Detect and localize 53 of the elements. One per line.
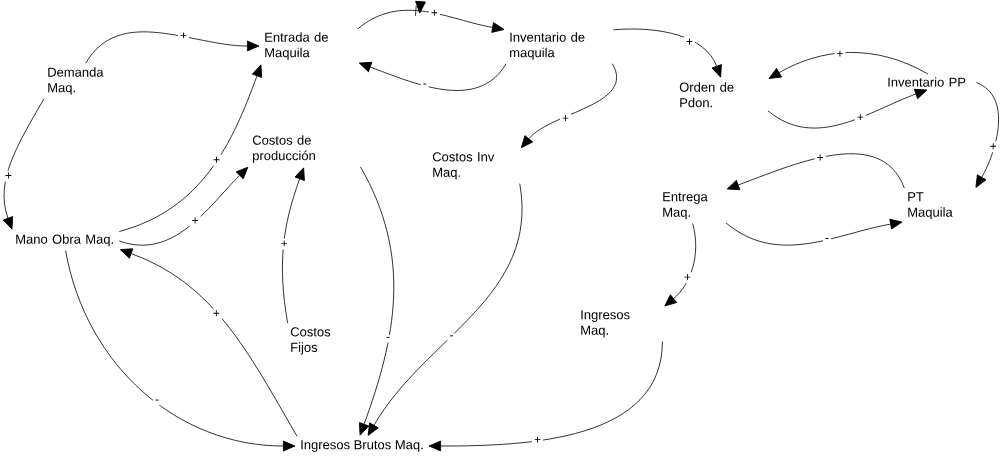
- arrow: [520, 63, 617, 149]
- arrow: [725, 218, 903, 246]
- arrow: [358, 166, 394, 436]
- arrow: [357, 0, 505, 33]
- variable-label: Demanda Maq.: [48, 67, 104, 95]
- variable-label: Entrada de Maquila: [265, 32, 328, 60]
- edge-label: +: [560, 113, 571, 125]
- arrow: [358, 61, 507, 91]
- arrow: [118, 166, 249, 246]
- edge-label: +: [814, 152, 826, 164]
- edge-label: +: [683, 36, 695, 48]
- edge-label: +: [189, 215, 201, 227]
- edge-label: +: [681, 272, 693, 284]
- edge-label: +: [3, 170, 14, 182]
- variable-label: Ingresos Brutos Maq.: [301, 440, 423, 452]
- variable-label: Mano Obra Maq.: [16, 234, 113, 247]
- edge-label: -: [384, 334, 393, 343]
- edge-label: -: [153, 397, 162, 406]
- arrow: [975, 82, 999, 188]
- edge-label: +: [428, 7, 440, 19]
- variable-label: Ingresos Maq.: [581, 310, 630, 338]
- arrow: [2, 98, 45, 230]
- edge-label: +: [177, 30, 189, 42]
- arrow: [767, 88, 928, 129]
- edge-label: +: [834, 48, 846, 60]
- arrow: [726, 153, 905, 191]
- variable-label: Costos Fijos: [290, 327, 331, 355]
- arrow: [664, 223, 697, 307]
- variable-label: Costos Inv Maq.: [432, 152, 495, 180]
- arrow: [118, 64, 263, 232]
- variable-label: Inventario PP: [888, 77, 966, 87]
- arrow: [65, 250, 296, 452]
- edge-label: -: [420, 81, 429, 90]
- edge-label: +: [210, 308, 222, 320]
- arrow: [428, 341, 663, 452]
- edge-label: +: [211, 154, 222, 166]
- edge-label: +: [987, 141, 999, 153]
- arrow: [119, 248, 298, 437]
- variable-label: Inventario de maquila: [510, 32, 585, 60]
- arrow: [367, 183, 523, 436]
- arrow: [282, 167, 305, 324]
- arrow: [85, 31, 260, 64]
- edge-label: +: [278, 238, 290, 250]
- variable-label: Entrega Maq.: [663, 192, 708, 220]
- arrow: [613, 28, 722, 78]
- edge-label: -: [823, 236, 831, 244]
- variable-label: PT Maquila: [908, 192, 953, 220]
- arrow: [768, 52, 929, 79]
- variable-label: Orden de Pdon.: [679, 82, 734, 108]
- variable-label: Costos de producción: [252, 135, 315, 163]
- edge-label: +: [532, 434, 543, 446]
- edge-label: -: [447, 333, 456, 342]
- edge-label: +: [854, 112, 866, 124]
